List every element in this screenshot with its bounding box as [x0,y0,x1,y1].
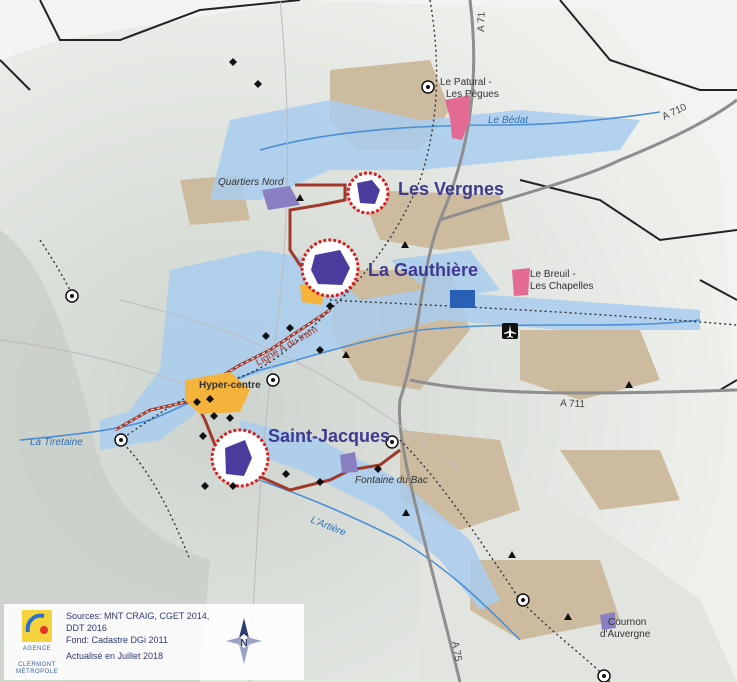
station-icon [65,80,611,682]
sources-block: Sources: MNT CRAIG, CGET 2014, DDT 2016 … [66,610,236,662]
label-cournon-2: d'Auvergne [600,629,651,640]
map-legend: AGENCE CLERMONT MÉTROPOLE Sources: MNT C… [4,604,304,680]
label-hyper-centre: Hyper-centre [199,380,261,391]
label-a711: A 711 [560,398,586,410]
label-patural-2: Les Pègues [446,89,499,100]
agence-logo: AGENCE CLERMONT MÉTROPOLE [16,610,58,676]
label-breuil-2: Les Chapelles [530,281,593,292]
label-a75: A 75 [449,641,463,663]
label-quartiers-nord: Quartiers Nord [218,177,284,188]
pink-zones [445,95,530,296]
commune-boundaries [0,0,737,391]
blue-business-zone [450,290,475,308]
logo-text-clermont: CLERMONT [18,662,56,668]
label-a71: A 71 [476,11,488,32]
secondary-roads [0,0,461,682]
sources-line-1: Sources: MNT CRAIG, CGET 2014, [66,611,210,621]
site-la-gauthiere[interactable] [300,238,360,298]
sources-line-2: DDT 2016 [66,623,107,633]
site-saint-jacques[interactable] [210,428,270,488]
hyper-centre-zone [185,372,250,414]
diamond-poi-icon [193,58,382,490]
logo-text-agence: AGENCE [22,646,52,652]
north-arrow: N [224,616,264,666]
airport-icon [502,323,518,339]
north-arrow-icon: N [226,618,262,664]
station-icon-dot [70,85,606,678]
logo-mark-icon [22,610,52,642]
tram-dash [114,399,196,431]
label-breuil-1: Le Breuil - [530,269,576,280]
site-les-vergnes[interactable] [346,171,390,215]
label-saint-jacques: Saint-Jacques [268,426,390,446]
label-patural-1: Le Patural - [440,77,492,88]
north-label: N [240,638,247,649]
west-hills [0,230,210,682]
label-cournon-1: Cournon [608,617,646,628]
label-la-tiretaine: La Tiretaine [30,437,83,448]
label-la-gauthiere: La Gauthière [368,260,478,280]
fond-line: Fond: Cadastre DGi 2011 [66,635,168,645]
small-sites [262,186,616,630]
updated-line: Actualisé en Juillet 2018 [66,651,164,661]
logo-text-metropole: MÉTROPOLE [16,669,59,675]
label-les-vergnes: Les Vergnes [398,179,504,199]
label-le-bedat: Le Bédat [488,115,529,126]
triangle-poi-icon [296,194,633,620]
label-fontaine-du-bac: Fontaine du Bac [355,475,428,486]
